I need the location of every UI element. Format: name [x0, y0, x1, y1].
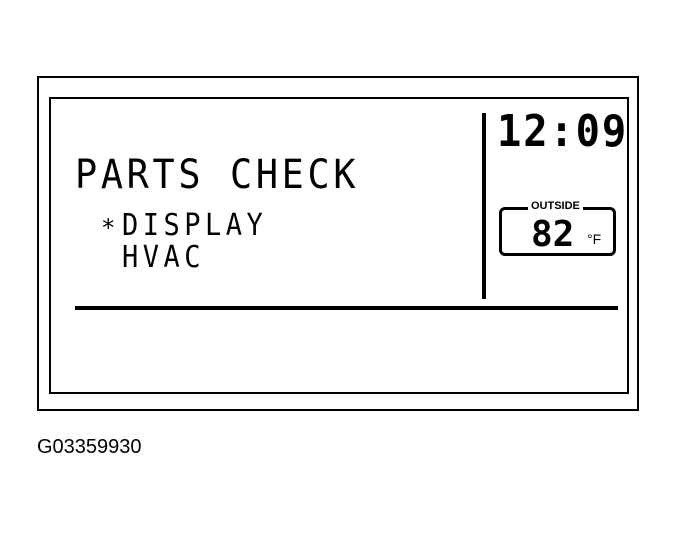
screen-title: PARTS CHECK: [75, 152, 360, 198]
clock-readout: 12:09: [497, 106, 629, 157]
menu-selection-marker: *: [101, 214, 116, 242]
screen-vertical-divider: [482, 113, 486, 299]
outside-temp-value: 82: [531, 214, 575, 255]
display-panel-outer-frame: [37, 76, 639, 411]
lcd-screen: [49, 97, 629, 394]
figure-code-caption: G03359930: [37, 436, 142, 458]
menu-item-display[interactable]: DISPLAY: [122, 208, 268, 243]
outside-temp-unit: °F: [587, 231, 602, 247]
screen-horizontal-divider: [75, 306, 618, 310]
outside-temp-label: OUTSIDE: [528, 199, 583, 213]
menu-item-hvac[interactable]: HVAC: [122, 240, 206, 275]
